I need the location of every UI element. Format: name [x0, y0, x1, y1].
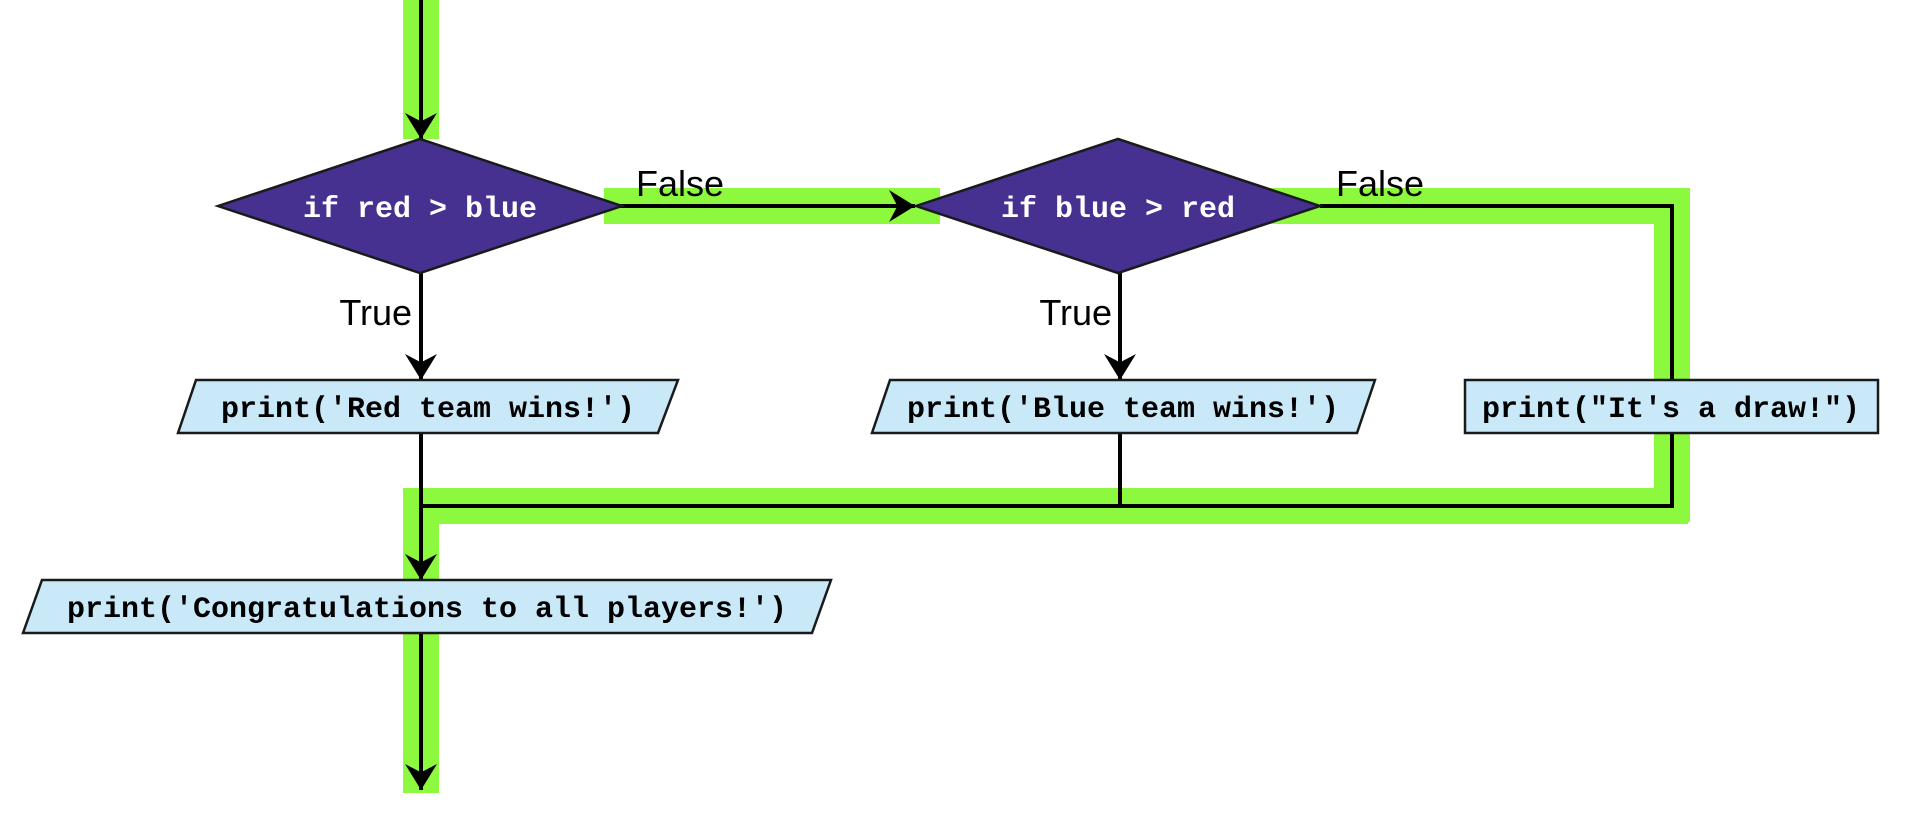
edge-label-blue-false: False — [1336, 163, 1424, 204]
merge-line-right — [421, 433, 1674, 508]
edge-label-blue-true: True — [1039, 292, 1112, 333]
highlight-false-branch-2 — [1266, 188, 1690, 522]
decision-red-label: if red > blue — [303, 193, 537, 227]
print-draw-rectangle — [1463, 378, 1880, 435]
print-congrats-parallelogram — [21, 578, 833, 635]
decision-blue-diamond — [912, 137, 1324, 275]
print-congrats-label: print('Congratulations to all players!') — [67, 593, 787, 627]
edge-label-red-true: True — [339, 292, 412, 333]
print-blue-label: print('Blue team wins!') — [907, 393, 1339, 427]
print-draw-label: print("It's a draw!") — [1482, 393, 1860, 427]
edge-label-red-false: False — [636, 163, 724, 204]
decision-red-diamond — [214, 137, 626, 275]
edge-blue-false-line — [1320, 204, 1674, 380]
decision-blue-label: if blue > red — [1001, 193, 1235, 227]
print-blue-parallelogram — [870, 378, 1377, 435]
print-red-label: print('Red team wins!') — [221, 393, 635, 427]
print-red-parallelogram — [176, 378, 680, 435]
